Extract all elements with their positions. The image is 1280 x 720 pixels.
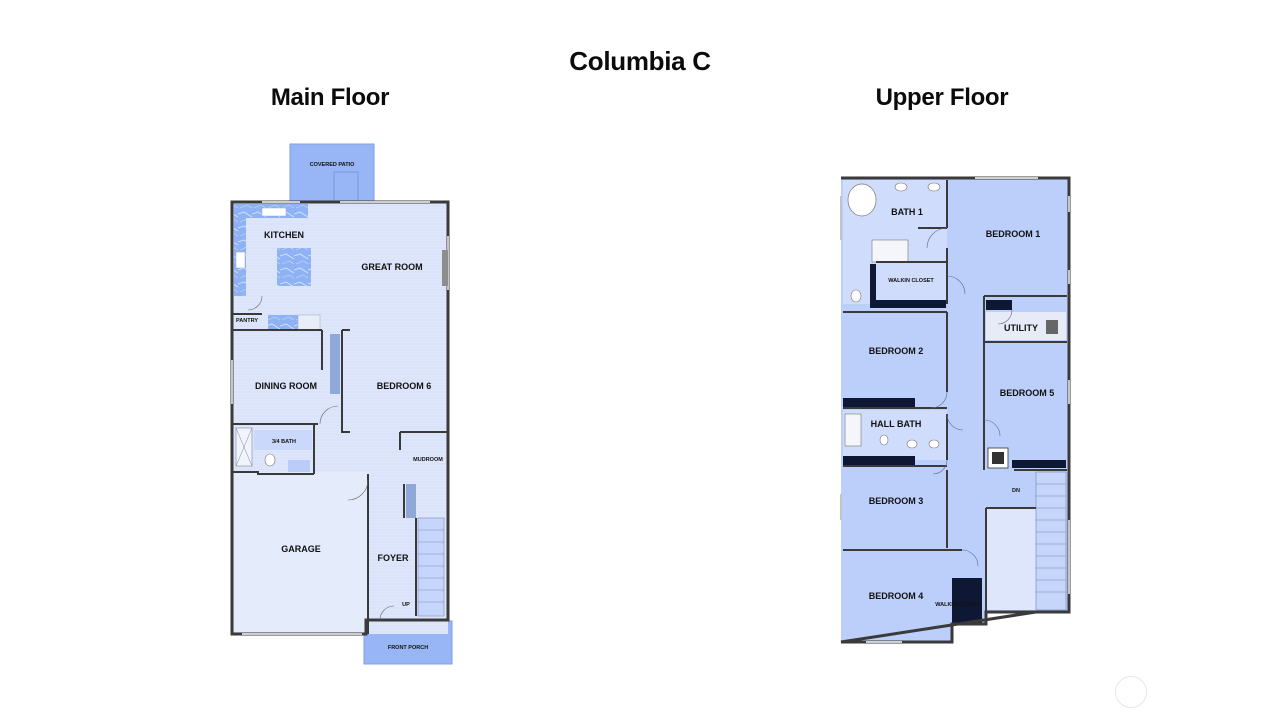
label-bedroom-4: BEDROOM 4 (869, 591, 924, 601)
label-bedroom-6: BEDROOM 6 (377, 381, 432, 391)
label-foyer: FOYER (377, 553, 409, 563)
label-walkin-closet-1: WALKIN CLOSET (888, 278, 934, 284)
label-bedroom-2: BEDROOM 2 (869, 346, 924, 356)
label-mudroom: MUDROOM (413, 457, 443, 463)
label-front-porch: FRONT PORCH (388, 645, 428, 651)
label-utility: UTILITY (1004, 323, 1038, 333)
watermark-circle (1115, 676, 1147, 708)
upper-floor-title: Upper Floor (875, 84, 1009, 111)
label-great-room: GREAT ROOM (361, 262, 422, 272)
upper-floor-plan: BATH 1 BEDROOM 1 WALKIN CLOSET UTILITY B… (840, 176, 1071, 644)
label-dining-room: DINING ROOM (255, 381, 317, 391)
label-walkin-closet-2: WALKIN CLOSET (935, 602, 981, 608)
label-garage: GARAGE (281, 544, 321, 554)
label-3-4-bath: 3/4 BATH (272, 439, 296, 445)
label-hall-bath: HALL BATH (871, 419, 922, 429)
label-dn: DN (1012, 488, 1020, 494)
label-bath-1: BATH 1 (891, 207, 923, 217)
label-walkin-closet-1-text: WALKIN CLOSET (888, 278, 934, 284)
main-floor-plan: COVERED PATIO KITCHEN GREAT ROOM PANTRY … (230, 143, 453, 665)
label-bedroom-3: BEDROOM 3 (869, 496, 924, 506)
covered-patio-area (289, 143, 375, 203)
label-pantry: PANTRY (236, 318, 258, 324)
main-floor-title: Main Floor (270, 84, 390, 111)
label-bedroom-1: BEDROOM 1 (986, 229, 1041, 239)
label-covered-patio: COVERED PATIO (310, 162, 355, 168)
label-kitchen: KITCHEN (264, 230, 304, 240)
label-up: UP (402, 602, 410, 608)
label-bedroom-5: BEDROOM 5 (1000, 388, 1055, 398)
kitchen-island (277, 248, 311, 286)
plan-title: Columbia C (569, 46, 711, 76)
